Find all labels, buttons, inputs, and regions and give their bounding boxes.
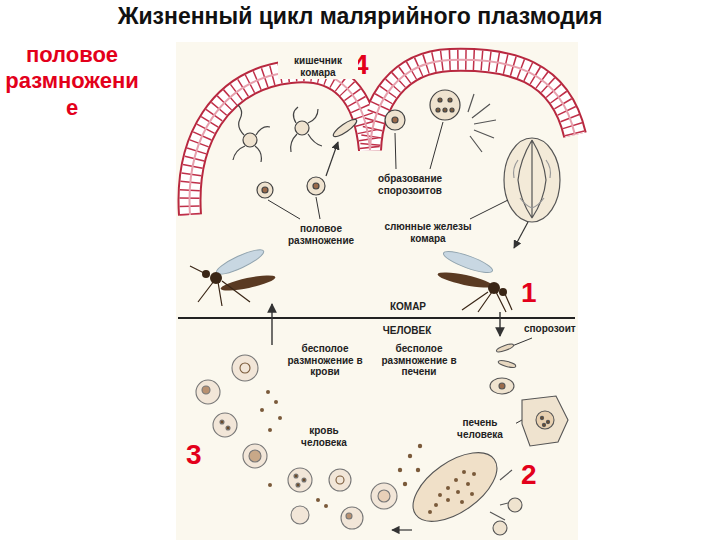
- stage-arrow: [326, 142, 338, 176]
- salivary-gland: [504, 138, 560, 222]
- section-heading: половое размножение: [2, 42, 142, 121]
- picture-ground: [176, 42, 578, 540]
- callout-number: 1: [518, 278, 540, 308]
- host-label: ЧЕЛОВЕК: [372, 324, 442, 338]
- part-label: спорозоит: [522, 322, 576, 336]
- part-label: кишечник комара: [278, 54, 358, 79]
- part-label: кровь человека: [288, 424, 360, 449]
- stage-arrow: [392, 529, 412, 530]
- host-boundary-line: [178, 317, 575, 319]
- part-label: бесполое размножение в крови: [284, 342, 366, 379]
- gametes: [233, 105, 359, 198]
- blood-stage: [196, 355, 397, 529]
- stage-arrow: [514, 222, 528, 248]
- part-label: бесполое размножение в печени: [378, 342, 460, 379]
- leader-lines: [268, 122, 532, 432]
- stage-arrow: [499, 312, 500, 336]
- part-label: половое размножение: [280, 222, 362, 247]
- oocysts: [385, 90, 496, 152]
- part-label: слюнные железы комара: [378, 220, 478, 245]
- callout-number: 3: [183, 440, 205, 470]
- diagram-title: Жизненный цикл малярийного плазмодия: [0, 3, 720, 30]
- callout-number: 2: [518, 460, 540, 490]
- mosquito-figure: [190, 246, 276, 306]
- stage-arrow: [271, 304, 272, 345]
- part-label: образование спорозоитов: [368, 172, 452, 197]
- mosquito-figure: [437, 247, 512, 312]
- host-label: КОМАР: [378, 300, 438, 314]
- part-label: печень человека: [444, 416, 516, 441]
